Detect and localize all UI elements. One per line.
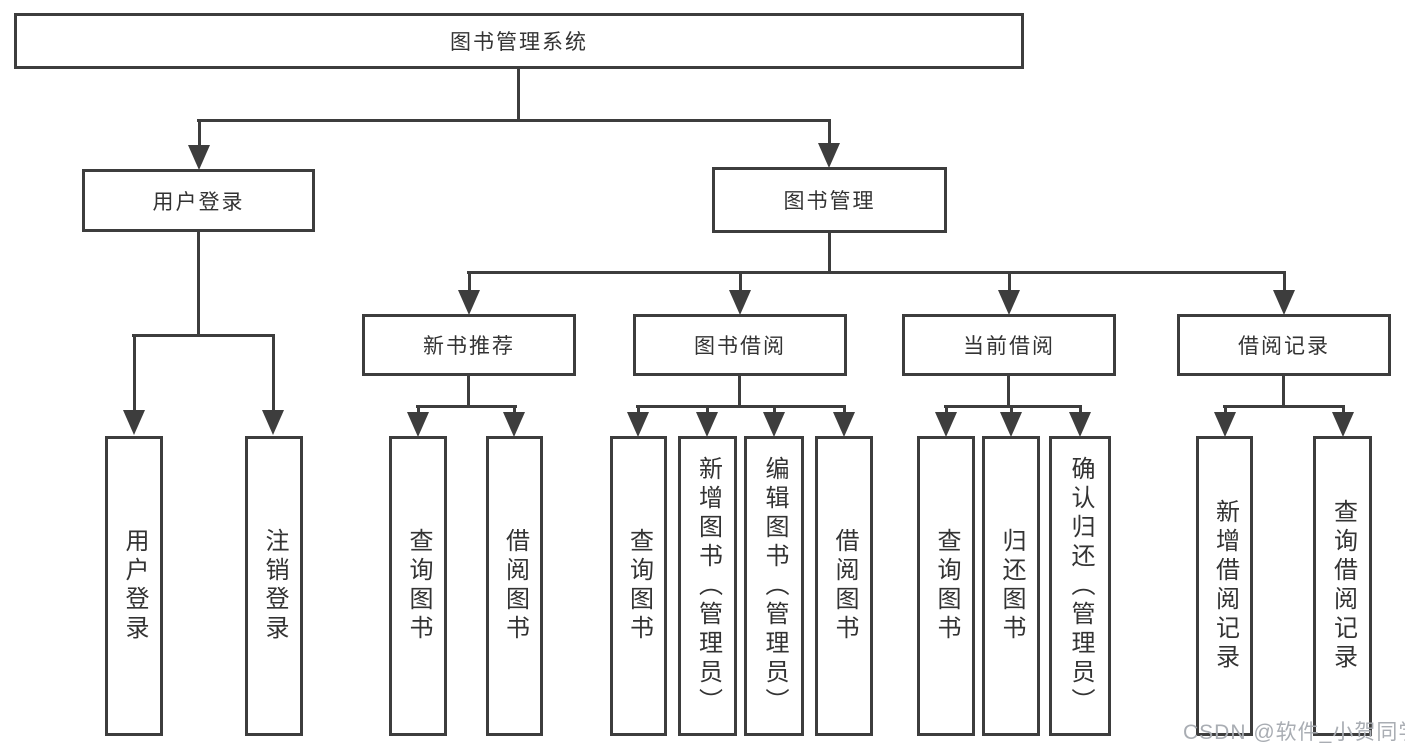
leaf-add-borrow-record-label: 新增借阅记录 [1211,499,1239,673]
leaf-confirm-return-admin-label: 确认归还（管理员） [1067,455,1094,717]
node-root: 图书管理系统 [14,13,1024,69]
leaf-query-books-current: 查询图书 [917,436,975,736]
leaf-query-books-borrow: 查询图书 [610,436,667,736]
leaf-borrow-books-recommend: 借阅图书 [486,436,543,736]
arrowhead-down-icon [627,412,649,437]
node-current-borrowing: 当前借阅 [902,314,1116,376]
arrowhead-down-icon [188,145,210,170]
arrowhead-down-icon [1332,412,1354,437]
arrowhead-down-icon [407,412,429,437]
arrowhead-down-icon [935,412,957,437]
node-borrowing-records-label: 借阅记录 [1238,335,1330,358]
connector-line [1223,405,1345,408]
leaf-logout-label: 注销登录 [261,528,288,644]
leaf-user-login: 用户登录 [105,436,163,736]
connector-line [197,232,200,337]
node-borrowing-records: 借阅记录 [1177,314,1391,376]
arrowhead-down-icon [123,410,145,435]
node-new-book-recommend-label: 新书推荐 [423,335,515,358]
connector-line [416,405,517,408]
leaf-add-borrow-record: 新增借阅记录 [1196,436,1253,736]
node-book-management: 图书管理 [712,167,947,233]
leaf-borrow-books-label: 借阅图书 [831,528,858,644]
connector-line [1283,271,1286,293]
arrowhead-down-icon [833,412,855,437]
connector-line [513,405,516,415]
leaf-user-login-label: 用户登录 [121,528,148,644]
arrowhead-down-icon [729,290,751,315]
connector-line [738,376,741,408]
connector-line [828,119,831,145]
connector-line [1010,405,1013,415]
arrowhead-down-icon [1214,412,1236,437]
arrowhead-down-icon [1000,412,1022,437]
arrowhead-down-icon [1069,412,1091,437]
connector-line [1342,405,1345,415]
connector-line [706,405,709,415]
connector-line [132,334,275,337]
node-user-login-label: 用户登录 [152,190,245,214]
connector-line [945,405,948,415]
connector-line [1079,405,1082,415]
connector-line [467,271,1286,274]
node-book-borrowing-label: 图书借阅 [694,335,786,358]
arrowhead-down-icon [1273,290,1295,315]
arrowhead-down-icon [503,412,525,437]
leaf-return-books-label: 归还图书 [998,528,1025,644]
leaf-query-books-current-label: 查询图书 [933,528,960,644]
leaf-query-books-recommend: 查询图书 [389,436,447,736]
connector-line [739,271,742,293]
connector-line [636,405,846,408]
arrowhead-down-icon [458,290,480,315]
connector-line [197,119,831,122]
connector-line [1224,405,1227,415]
node-book-borrowing: 图书借阅 [633,314,847,376]
node-root-label: 图书管理系统 [450,31,588,54]
leaf-query-books-borrow-label: 查询图书 [625,528,653,644]
connector-line [843,405,846,415]
arrowhead-down-icon [262,410,284,435]
connector-line [417,405,420,415]
node-book-management-label: 图书管理 [783,190,876,213]
connector-line [773,405,776,415]
leaf-query-borrow-record: 查询借阅记录 [1313,436,1372,736]
arrowhead-down-icon [818,143,840,168]
connector-line [272,334,275,410]
arrowhead-down-icon [696,412,718,437]
node-new-book-recommend: 新书推荐 [362,314,576,376]
leaf-confirm-return-admin: 确认归还（管理员） [1049,436,1111,736]
leaf-return-books: 归还图书 [982,436,1040,736]
connector-line [828,233,831,274]
connector-line [1008,271,1011,293]
arrowhead-down-icon [763,412,785,437]
leaf-query-borrow-record-label: 查询借阅记录 [1329,499,1357,673]
connector-line [1007,376,1010,408]
connector-line [133,334,136,410]
connector-line [1282,376,1285,408]
connector-line [468,271,471,293]
node-user-login: 用户登录 [82,169,315,232]
leaf-logout: 注销登录 [245,436,303,736]
connector-line [637,405,640,415]
leaf-query-books-recommend-label: 查询图书 [405,528,432,644]
connector-line [944,405,1082,408]
leaf-add-books-admin: 新增图书（管理员） [678,436,737,736]
csdn-watermark: CSDN @软件_小贺同学 [1183,721,1405,744]
node-current-borrowing-label: 当前借阅 [963,335,1055,358]
leaf-edit-books-admin-label: 编辑图书（管理员） [761,455,788,717]
leaf-borrow-books-recommend-label: 借阅图书 [501,528,529,644]
leaf-edit-books-admin: 编辑图书（管理员） [744,436,804,736]
arrowhead-down-icon [998,290,1020,315]
connector-line [198,119,201,147]
leaf-borrow-books: 借阅图书 [815,436,873,736]
leaf-add-books-admin-label: 新增图书（管理员） [694,455,722,717]
connector-line [467,376,470,408]
connector-line [517,69,520,121]
